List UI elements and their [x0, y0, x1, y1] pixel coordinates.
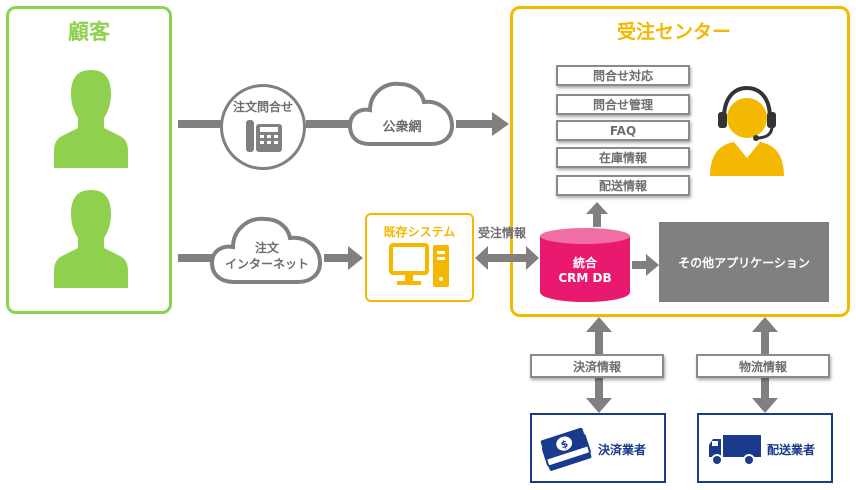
other-application-box: その他アプリケーション — [659, 222, 829, 302]
legacy-system-box: 既存システム — [365, 213, 474, 302]
order-center-title: 受注センター — [617, 21, 732, 43]
crm-database-icon — [540, 228, 630, 302]
arrow-up-icon — [586, 202, 608, 227]
public-network-label: 公衆網 — [382, 120, 422, 135]
person-icon — [54, 70, 128, 168]
delivery-provider-label: 配送業者 — [767, 443, 816, 457]
menu-inquiry-management: 問合せ管理 — [556, 94, 690, 115]
order-center-panel — [510, 6, 850, 317]
delivery-truck-icon — [709, 435, 761, 466]
person-icon — [54, 190, 128, 288]
internet-order-label: 注文 インターネット — [212, 240, 322, 272]
crm-db-label: 統合 CRM DB — [538, 256, 632, 286]
internet-order-label-line1: 注文 — [254, 241, 279, 255]
menu-inventory: 在庫情報 — [556, 147, 690, 168]
order-info-label: 受注情報 — [478, 226, 527, 240]
payment-provider-label: 決済業者 — [598, 443, 647, 457]
menu-delivery: 配送情報 — [556, 175, 690, 196]
customer-title: 顧客 — [68, 20, 110, 44]
svg-text:$: $ — [560, 439, 570, 452]
payment-provider-box: $ 決済業者 — [530, 413, 666, 483]
menu-faq: FAQ — [556, 120, 690, 141]
crm-db-label-line2: CRM DB — [558, 271, 612, 285]
phone-inquiry-circle — [220, 84, 306, 170]
legacy-system-title: 既存システム — [383, 225, 456, 239]
cloud-icon — [347, 81, 455, 146]
cloud-icon — [209, 216, 323, 284]
connector-line — [178, 120, 222, 128]
customer-panel — [6, 6, 172, 314]
arrow-right-icon — [456, 112, 509, 136]
arrow-right-icon — [324, 246, 363, 270]
money-bills-icon: $ — [540, 427, 592, 471]
internet-order-label-line2: インターネット — [224, 257, 309, 271]
telephone-icon — [246, 120, 282, 152]
phone-inquiry-label: 注文問合せ — [232, 100, 293, 114]
crm-db-label-line1: 統合 — [572, 256, 597, 270]
delivery-provider-box: 配送業者 — [697, 413, 833, 483]
logistics-info-label: 物流情報 — [696, 354, 830, 378]
arrow-right-icon — [632, 254, 659, 276]
payment-info-label: 決済情報 — [530, 354, 664, 378]
menu-inquiry-response: 問合せ対応 — [556, 65, 690, 86]
bidirectional-arrow-icon — [475, 246, 539, 270]
computer-icon — [389, 243, 449, 287]
connector-line — [306, 120, 350, 128]
connector-line — [178, 254, 212, 262]
operator-headset-icon — [710, 85, 784, 176]
